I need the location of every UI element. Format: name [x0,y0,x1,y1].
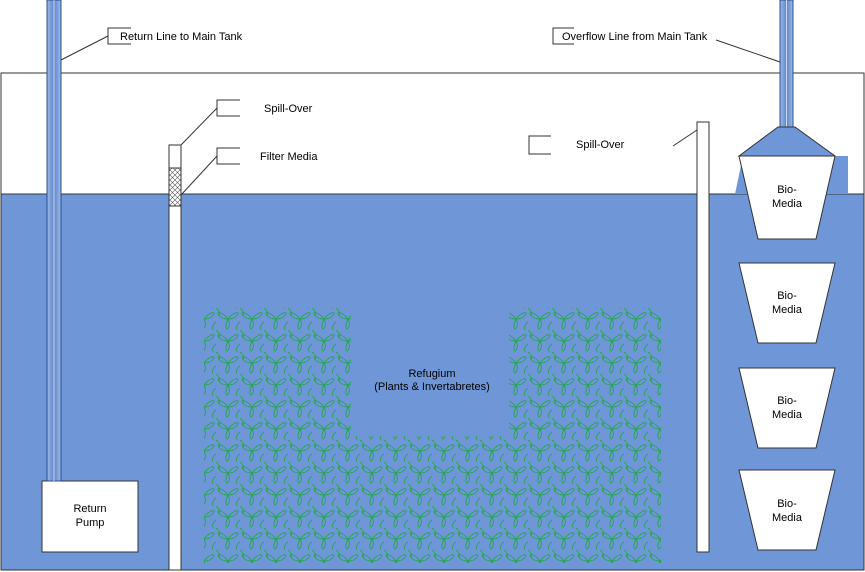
svg-text:Media: Media [772,512,803,524]
bio-media-cup-4: Bio- Media [738,469,836,551]
return-line-label: Return Line to Main Tank [120,31,243,43]
svg-text:Media: Media [772,304,803,316]
bio-media-cup-2: Bio- Media [738,262,836,344]
svg-text:Media: Media [772,409,803,421]
return-pump-label-1: Return [73,503,106,515]
spill-over-baffle-left [168,144,182,571]
refugium-title: Refugium [408,368,455,380]
svg-text:Media: Media [772,198,803,210]
return-pump-label-2: Pump [76,517,105,529]
svg-text:Bio-: Bio- [777,395,797,407]
callout-overflow-line: Overflow Line from Main Tank [552,27,781,63]
spill-over-baffle-right [696,121,710,553]
filter-media [168,167,182,207]
spill-over-right-label: Spill-Over [576,139,625,151]
return-pump [41,480,139,553]
filter-media-label: Filter Media [260,151,318,163]
svg-text:Bio-: Bio- [777,498,797,510]
svg-text:Bio-: Bio- [777,184,797,196]
bio-media-cup-3: Bio- Media [738,367,836,449]
callout-spill-over-left: Spill-Over [180,99,313,146]
refugium-plants [204,307,661,563]
callout-filter-media: Filter Media [180,147,318,196]
spill-over-left-label: Spill-Over [264,103,313,115]
callout-return-line: Return Line to Main Tank [60,27,243,61]
refugium-subtitle: (Plants & Invertabretes) [374,381,490,393]
callout-spill-over-right: Spill-Over [528,129,698,155]
overflow-line-label: Overflow Line from Main Tank [562,31,708,43]
svg-text:Bio-: Bio- [777,290,797,302]
bio-media-cup-1: Bio- Media [738,155,836,240]
